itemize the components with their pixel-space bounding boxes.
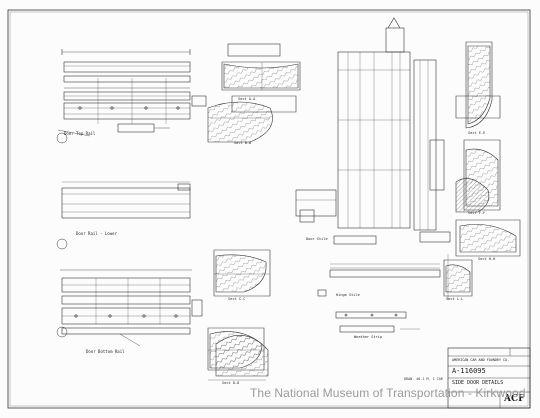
title-block bbox=[447, 347, 531, 409]
door-bottom-rail-view bbox=[56, 269, 203, 347]
door-top-rail-view bbox=[56, 49, 207, 144]
title-block-car-note: DRAW. 40.1 M. 1 CAR bbox=[404, 377, 443, 381]
label-sect-l: Sect L-L bbox=[446, 297, 464, 301]
museum-watermark: The National Museum of Transportation - … bbox=[250, 386, 526, 400]
label-sect-c: Sect C-C bbox=[228, 297, 246, 301]
label-door-top-rail: Door Top Rail bbox=[64, 131, 96, 136]
title-block-logo: ACF bbox=[504, 394, 525, 404]
section-a-view bbox=[207, 43, 301, 143]
sheet-border bbox=[7, 9, 531, 409]
label-sect-e: Sect E-E bbox=[468, 131, 486, 135]
weather-strip-view bbox=[317, 263, 441, 333]
label-weather-strip: Weather Strip bbox=[354, 335, 383, 339]
title-block-drawing-number: A-116095 bbox=[452, 367, 486, 375]
label-sect-h: Sect H-H bbox=[478, 257, 496, 261]
door-stile-elevation bbox=[295, 17, 451, 245]
label-hinge-stile: Hinge Stile bbox=[336, 293, 360, 297]
section-f-view bbox=[208, 335, 269, 381]
label-sect-b: Sect B-B bbox=[234, 141, 252, 145]
right-sections bbox=[443, 41, 521, 300]
title-block-company: AMERICAN CAR AND FOUNDRY CO. bbox=[452, 358, 510, 362]
label-bottom-rail: Door Bottom Rail bbox=[86, 349, 125, 354]
section-b-view bbox=[213, 249, 271, 297]
label-sect-f: Sect F-F bbox=[468, 211, 486, 215]
label-sect-d: Sect D-D bbox=[222, 381, 240, 385]
label-door-stile: Door Stile bbox=[306, 237, 328, 241]
label-sect-a: Sect A-A bbox=[238, 97, 256, 101]
title-block-title: SIDE DOOR DETAILS bbox=[452, 380, 504, 386]
label-lower-rail: Door Rail - Lower bbox=[76, 231, 117, 236]
door-lower-rail-view bbox=[56, 181, 191, 250]
